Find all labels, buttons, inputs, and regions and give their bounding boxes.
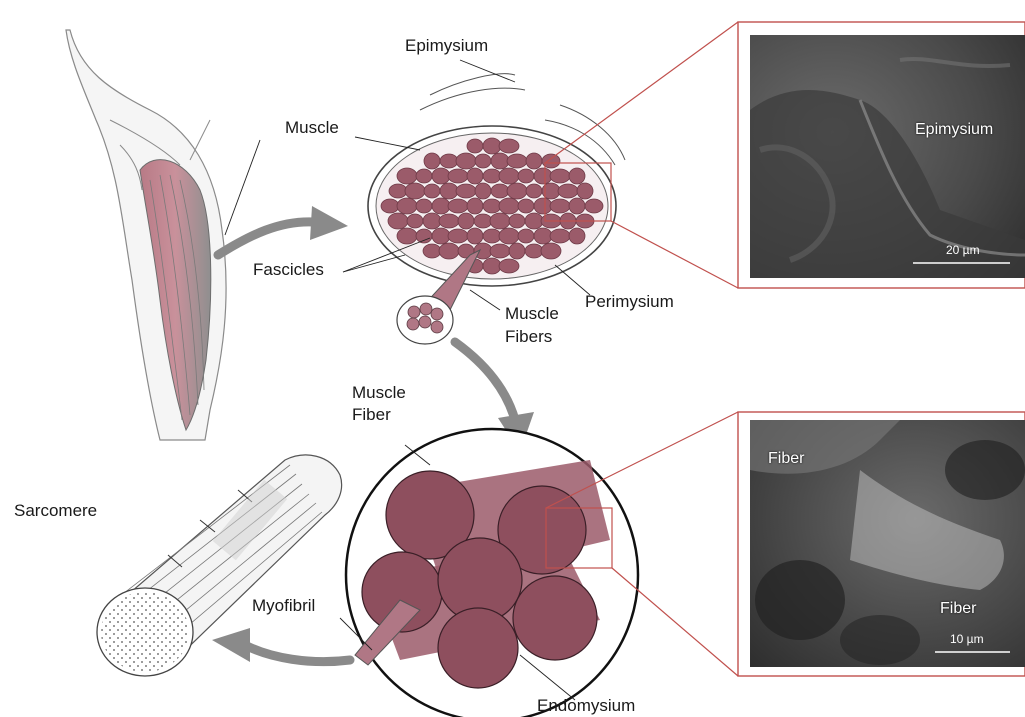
- fascicle: [483, 258, 501, 274]
- fascicle: [499, 259, 519, 273]
- fascicle: [483, 169, 501, 183]
- fascicle: [490, 244, 510, 258]
- fascicle: [423, 244, 441, 258]
- fascicle: [475, 154, 491, 168]
- fascicle: [526, 153, 542, 169]
- fascicle: [491, 153, 509, 169]
- fascicle: [467, 168, 483, 184]
- fascicle: [518, 229, 534, 243]
- fascicle: [509, 214, 525, 228]
- fascicle: [550, 229, 570, 243]
- fiber-cross-section: [346, 429, 638, 717]
- micrograph-bottom-label-a: Fiber: [768, 450, 804, 468]
- fascicle: [432, 228, 450, 244]
- fascicle: [507, 183, 527, 199]
- fascicle: [569, 168, 585, 184]
- fascicle: [467, 139, 483, 153]
- fascicle: [550, 169, 570, 183]
- fascicle: [526, 184, 542, 198]
- label-muscle-fiber-line1: Muscle: [352, 382, 406, 404]
- label-endomysium: Endomysium: [537, 695, 635, 717]
- fascicle: [534, 168, 552, 184]
- label-muscle-fibers-line2: Fibers: [505, 326, 552, 348]
- fascicle: [499, 228, 519, 244]
- label-muscle-fiber-line2: Fiber: [352, 404, 391, 426]
- fascicle: [483, 199, 501, 213]
- fascicle: [416, 229, 432, 243]
- fascicle: [456, 184, 476, 198]
- fascicle: [448, 169, 468, 183]
- fascicle: [518, 169, 534, 183]
- fascicle: [397, 198, 417, 214]
- fascicle: [569, 228, 585, 244]
- label-epimysium: Epimysium: [405, 35, 488, 57]
- fascicle: [558, 184, 578, 198]
- fascicle: [541, 243, 561, 259]
- fascicle: [467, 228, 483, 244]
- fascicle: [499, 139, 519, 153]
- micrograph-top-scale: 20 µm: [946, 243, 980, 257]
- label-fascicles: Fascicles: [253, 259, 324, 281]
- arrow-arm-to-muscle: [218, 206, 348, 255]
- fascicle: [518, 199, 534, 213]
- micrograph-bottom-label-b: Fiber: [940, 600, 976, 618]
- fascicle: [405, 183, 425, 199]
- fascicle: [534, 228, 552, 244]
- label-muscle: Muscle: [285, 117, 339, 139]
- fascicle: [397, 228, 417, 244]
- micrograph-top-label: Epimysium: [915, 121, 993, 139]
- fascicle: [499, 198, 519, 214]
- fascicle: [491, 184, 509, 198]
- fascicle: [424, 184, 440, 198]
- fascicle: [381, 199, 399, 213]
- fascicle: [577, 183, 593, 199]
- fascicle: [397, 168, 417, 184]
- fascicle: [483, 138, 501, 154]
- fascicle: [432, 168, 450, 184]
- fascicle: [585, 199, 603, 213]
- micrograph-epimysium: [750, 35, 1025, 278]
- micrograph-bottom-scale: 10 µm: [950, 632, 984, 646]
- fascicle: [388, 213, 408, 229]
- fascicle: [439, 214, 459, 228]
- fascicle: [448, 199, 468, 213]
- fascicle: [550, 199, 570, 213]
- fascicle: [439, 243, 459, 259]
- fascicle: [424, 153, 440, 169]
- fascicle: [407, 214, 423, 228]
- fascicle: [456, 153, 476, 169]
- fascicle: [416, 199, 432, 213]
- label-muscle-fibers-line1: Muscle: [505, 303, 559, 325]
- fascicle: [432, 198, 450, 214]
- fascicle: [423, 213, 441, 229]
- fascicle: [474, 214, 492, 228]
- arm-illustration: [66, 30, 226, 440]
- fascicle: [525, 244, 543, 258]
- fascicle: [389, 184, 407, 198]
- label-perimysium: Perimysium: [585, 291, 674, 313]
- fascicle: [416, 169, 432, 183]
- fascicle: [509, 243, 525, 259]
- fascicle: [534, 198, 552, 214]
- fascicle: [440, 183, 458, 199]
- fascicle: [490, 213, 510, 229]
- fascicle: [507, 154, 527, 168]
- fascicle: [569, 198, 585, 214]
- fascicle: [499, 168, 519, 184]
- fascicle: [458, 213, 474, 229]
- fascicle: [483, 229, 501, 243]
- fascicle: [525, 213, 543, 229]
- label-myofibril: Myofibril: [252, 595, 315, 617]
- label-sarcomere: Sarcomere: [14, 500, 97, 522]
- fascicle: [467, 198, 483, 214]
- fascicle: [475, 183, 491, 199]
- fascicle: [448, 229, 468, 243]
- fascicle: [440, 154, 458, 168]
- arrow-fiber-to-myofibril: [212, 628, 350, 662]
